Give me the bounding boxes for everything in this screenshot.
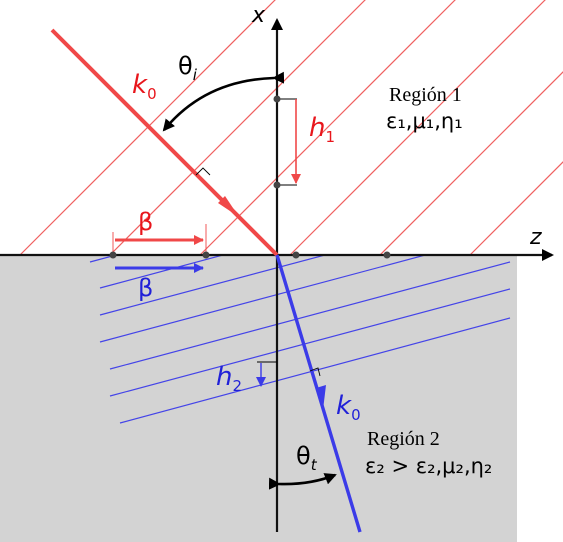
incident-ray-arrowhead [218,196,239,217]
h1-label: h1 [309,113,335,146]
incident-k0-label: k0 [132,70,157,103]
transmitted-wavefronts [89,255,511,424]
incident-angle-arc [162,71,285,132]
transmitted-right-angle [309,367,321,377]
incident-right-angle [195,167,211,176]
h1-indicator [277,98,301,186]
region1-title: Región 1 [389,84,462,106]
axis-points [109,95,391,259]
z-axis-label: z [529,225,542,250]
transmitted-angle-label: θt [296,442,318,474]
transmitted-k0-label: k0 [336,391,361,424]
x-axis-label: x [251,3,266,28]
transmitted-ray-arrowhead [316,385,326,410]
incident-wavefronts [19,0,563,255]
incident-angle-label: θi [178,52,198,84]
h2-label: h2 [216,362,242,395]
region2-params: ε₂ > ε₂,μ₂,η₂ [365,454,492,478]
transmitted-angle-arc [268,473,337,490]
region2-medium [0,255,517,542]
beta-incident-indicator [112,224,207,258]
region2-title: Región 2 [367,428,440,450]
incident-ray [50,28,279,257]
beta-incident-label: β [138,208,153,236]
region1-params: ε₁,μ₁,η₁ [386,109,463,133]
beta-transmitted-label: β [138,274,153,302]
h2-indicator [256,361,277,387]
